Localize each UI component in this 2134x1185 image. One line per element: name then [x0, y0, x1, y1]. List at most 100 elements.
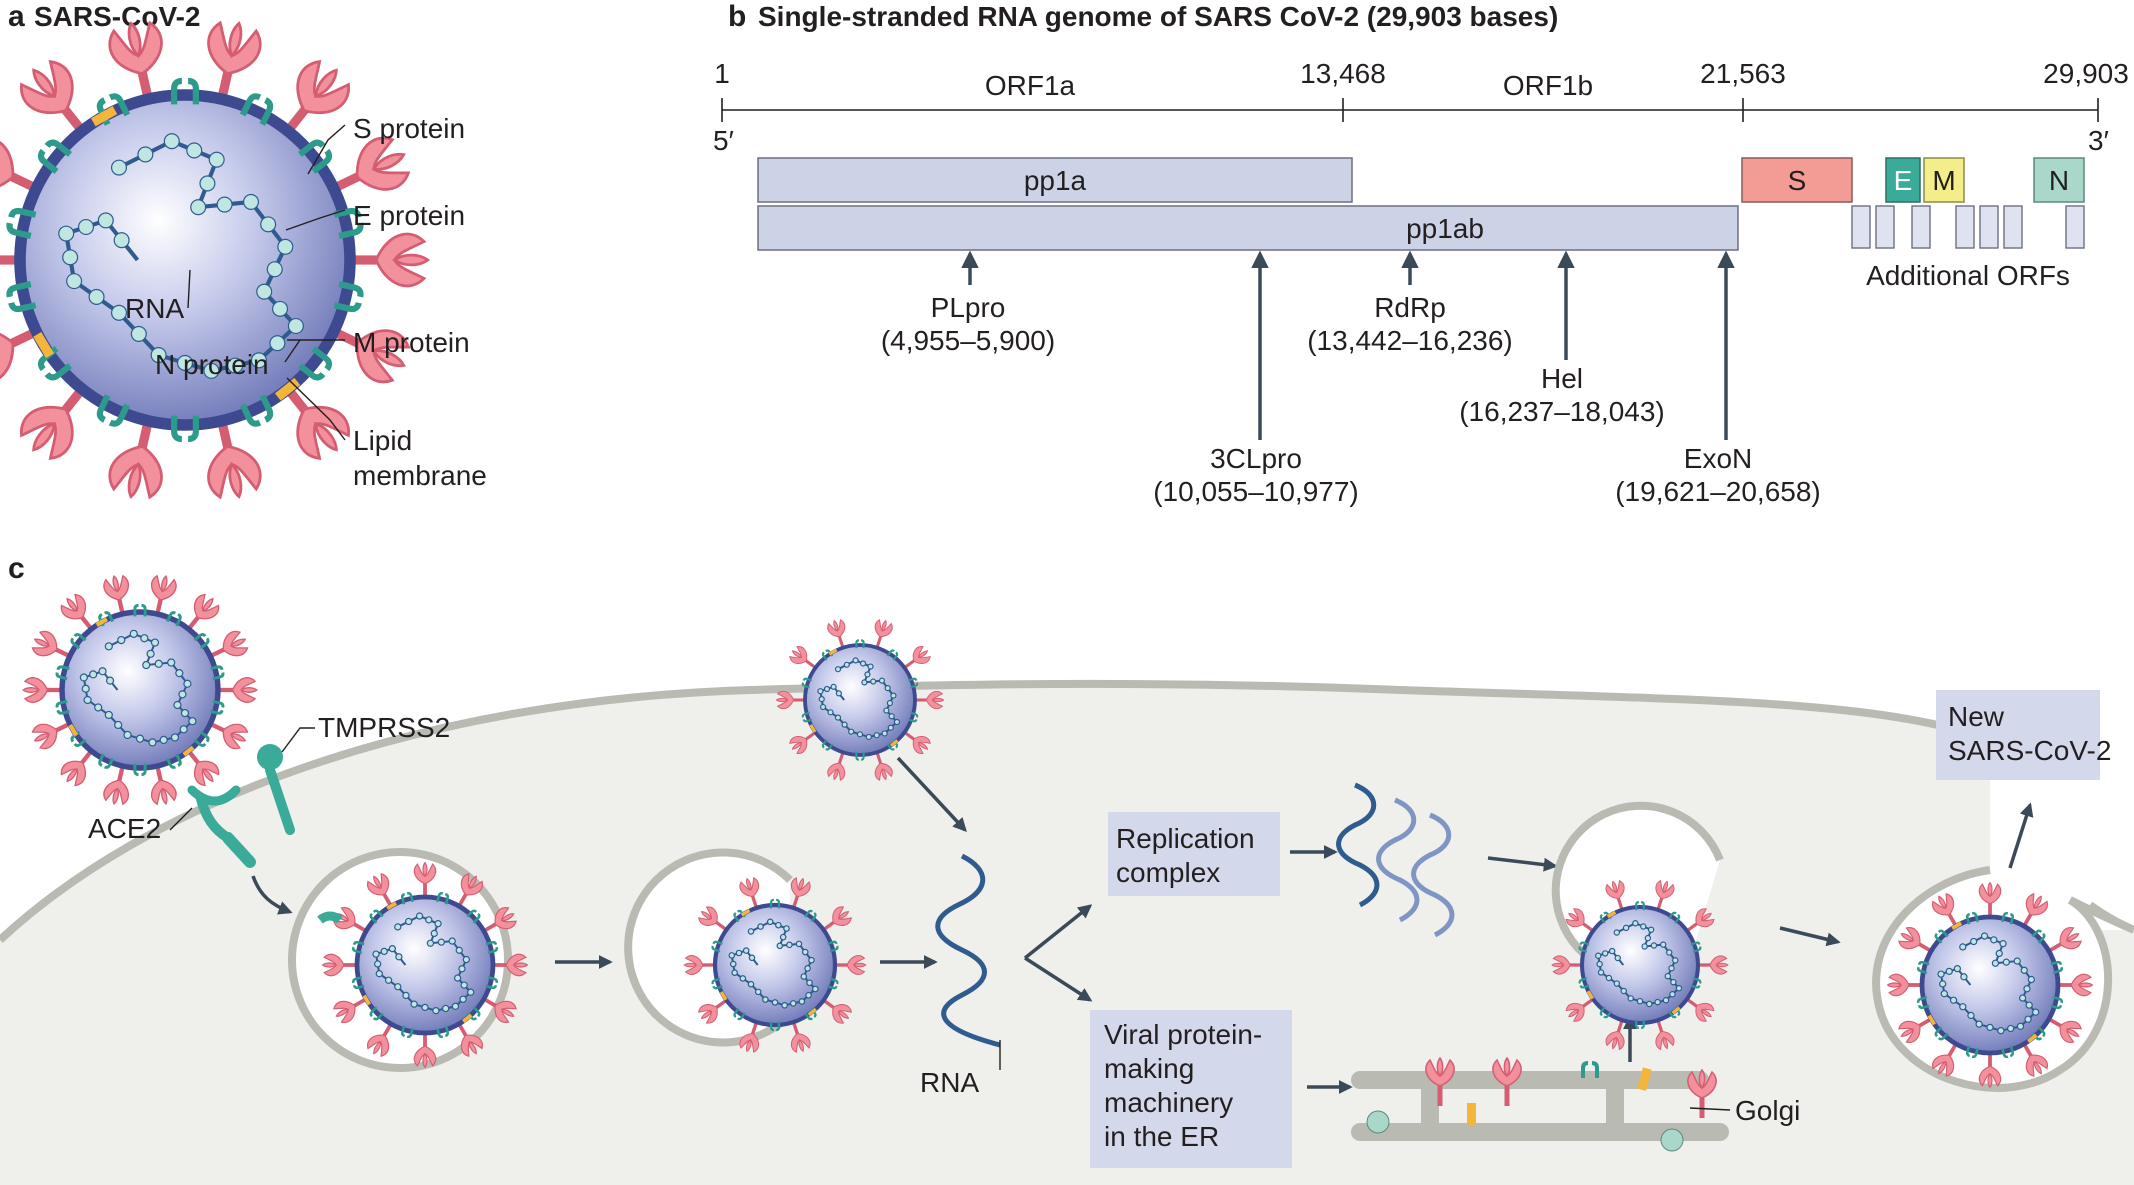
n-protein-bead [742, 947, 750, 954]
pp1ab-label: pp1ab [1406, 213, 1484, 244]
spike-protein [209, 722, 249, 750]
e-protein [1916, 996, 1930, 1010]
e-protein [55, 699, 70, 715]
3clpro-range: (10,055–10,977) [1153, 476, 1359, 507]
e-protein [171, 415, 199, 443]
n-protein-bead [94, 703, 103, 712]
n-protein-bead [1627, 995, 1634, 1002]
n-protein-bead [2002, 958, 2010, 966]
tick-label-29903: 29,903 [2043, 58, 2129, 89]
n-protein-bead [179, 725, 188, 734]
n-protein-bead [1597, 969, 1605, 976]
e-protein [2050, 960, 2064, 974]
m-protein [1927, 1014, 1937, 1026]
n-protein-bead [77, 218, 95, 236]
m-protein [90, 106, 118, 127]
e-protein [165, 611, 182, 627]
n-protein-bead [1939, 980, 1947, 988]
e-protein [133, 603, 147, 617]
e-protein [827, 977, 839, 990]
spike-protein [1655, 879, 1675, 910]
n-protein-bead [789, 1000, 797, 1007]
n-protein-bead [1975, 1020, 1983, 1028]
e-protein [466, 1006, 481, 1021]
n-protein-bead [1959, 1003, 1967, 1011]
spike-protein [1551, 955, 1581, 975]
n-protein-bead [1995, 949, 2003, 958]
e-protein [1668, 911, 1681, 924]
n-protein-bead [1937, 970, 1945, 978]
gene-n-label: N [2049, 165, 2069, 196]
n-protein-bead [861, 679, 868, 686]
viral-protein-box [1090, 1010, 1292, 1168]
n-protein-bead [884, 685, 891, 692]
n-protein-bead [190, 199, 207, 216]
viral-line1: Viral protein- [1104, 1019, 1262, 1050]
n-protein-bead [183, 679, 192, 688]
n-protein-bead [140, 634, 149, 643]
spike-protein [1898, 927, 1932, 953]
m-protein [182, 745, 195, 757]
n-protein-bead [805, 991, 812, 999]
m-protein [807, 1007, 817, 1017]
n-protein-bead [747, 980, 755, 988]
n-protein-bead [864, 671, 871, 678]
n-protein-bead [176, 354, 194, 371]
e-protein [351, 940, 365, 954]
spike-protein [2022, 893, 2048, 927]
spike-protein [1978, 1053, 2002, 1089]
n-protein-bead [1959, 943, 1967, 951]
spike-protein [1687, 998, 1715, 1022]
spike-protein [904, 731, 931, 754]
plpro-label: PLpro [931, 292, 1006, 323]
spike-protein [1699, 955, 1729, 975]
spike-protein [413, 1033, 437, 1069]
n-protein-bead [375, 970, 383, 978]
n-protein-bead [148, 738, 157, 747]
e-protein [2031, 929, 2046, 944]
e-protein [98, 753, 115, 769]
m-protein [719, 991, 728, 1001]
panel-b: b Single-stranded RNA genome of SARS CoV… [713, 0, 2129, 507]
n-protein-bead [735, 949, 743, 957]
e-protein [485, 940, 499, 954]
n-protein-bead [227, 357, 244, 374]
n-protein-bead [1662, 997, 1670, 1004]
n-protein-bead [1647, 926, 1655, 933]
n-protein-bead [81, 684, 90, 693]
m-protein [1606, 910, 1617, 919]
n-protein-bead [747, 928, 755, 935]
n-protein-bead [1669, 991, 1676, 998]
spike-protein [789, 731, 816, 754]
spike-protein [1605, 879, 1625, 910]
hel-range: (16,237–18,043) [1459, 396, 1665, 427]
lipid-envelope [712, 902, 838, 1028]
m-protein [1671, 1006, 1681, 1015]
e-protein [1635, 900, 1645, 911]
e-protein [239, 394, 274, 427]
viral-line3: machinery [1104, 1087, 1233, 1118]
e-protein [2001, 1045, 2015, 1059]
n-protein-bead [395, 953, 403, 961]
spike-protein [1886, 973, 1922, 997]
n-protein-bead [137, 146, 154, 163]
spike-protein [108, 416, 163, 500]
spike-protein [207, 416, 262, 500]
panel-c: c TMPRSS2 ACE2 [0, 552, 2134, 1185]
n-protein-bead [142, 660, 151, 670]
golgi-label: Golgi [1735, 1095, 1800, 1126]
panel-a-letter: a [8, 0, 25, 33]
new-line1: New [1948, 701, 2005, 732]
panel-a-title: SARS-CoV-2 [34, 1, 200, 32]
pp1ab-bar [757, 205, 1739, 251]
e-protein [855, 751, 865, 761]
m-protein [740, 909, 751, 917]
n-protein-bead [380, 947, 388, 956]
e-protein [436, 1025, 450, 1039]
n-protein-bead [1636, 997, 1644, 1005]
n-protein-bead [729, 960, 737, 968]
n-protein-bead [2013, 957, 2021, 965]
spike-protein [916, 690, 945, 710]
n-protein-bead [1940, 990, 1948, 998]
virion-a [0, 20, 431, 500]
